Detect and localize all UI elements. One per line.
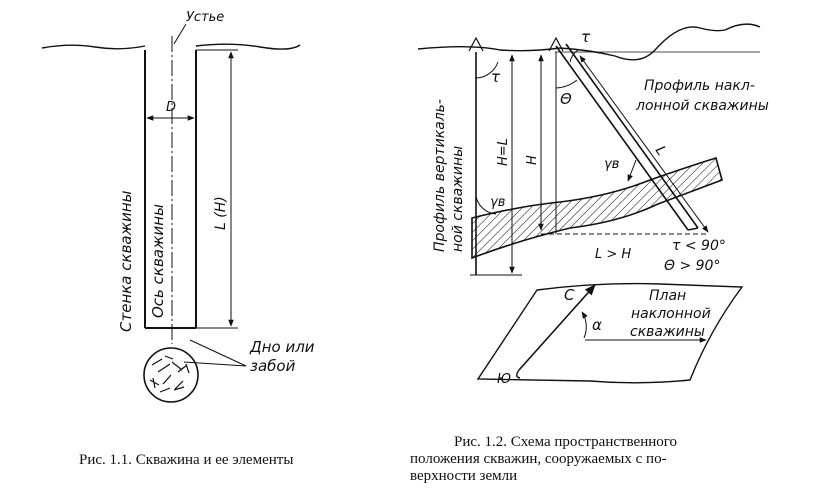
tau-angle-arc-left (475, 61, 499, 79)
caption-1-text: Рис. 1.1. Скважина и ее элементы (79, 452, 294, 468)
vertical-well-head (468, 36, 484, 52)
caption-2-line3: верхности земли (410, 468, 518, 484)
label-gamma-b-right: γв (604, 157, 619, 172)
l-dimension-arrow (579, 55, 709, 233)
tau-angle-arc-top (569, 49, 579, 63)
gamma-b-right-arrow (627, 159, 637, 182)
label-profile-inclined-line2: лонной скважины (635, 98, 769, 114)
label-h: H (525, 155, 540, 165)
label-alpha: α (592, 316, 602, 334)
label-profile-vertical-line2: ной скважины (450, 146, 466, 252)
ustye-leader (173, 23, 187, 45)
label-diameter: D (166, 100, 176, 115)
label-depth-lh: L (H) (213, 196, 229, 230)
label-gamma-b-left: γв (490, 195, 505, 210)
dno-leader-2 (183, 361, 247, 367)
label-tau-condition: τ < 90° (672, 238, 726, 254)
label-bottom-line2: забой (250, 357, 296, 375)
figure-1-2-caption: Рис. 1.2. Схема пространственного положе… (410, 434, 810, 485)
label-plan-line1: План (649, 288, 686, 304)
label-tau-left: τ (491, 68, 501, 86)
label-south-yu: Ю (497, 372, 511, 387)
theta-angle-arc (555, 79, 578, 89)
core-sample (143, 347, 199, 403)
label-axis: Ось скважины (149, 204, 167, 318)
caption-2-line2: положения скважин, сооружаемых с по- (410, 451, 667, 467)
label-theta: Θ (560, 90, 572, 108)
label-plan-line3: скважины (630, 324, 705, 340)
ground-line-fig1 (41, 43, 301, 50)
label-theta-condition: Θ > 90° (664, 258, 720, 274)
plan-azimuth-arrow (518, 284, 596, 371)
label-profile-inclined-line1: Профиль накл- (644, 78, 755, 94)
label-plan-line2: наклонной (631, 306, 711, 322)
inclined-well-head (548, 36, 564, 52)
caption-2-line1: Рис. 1.2. Схема пространственного (454, 434, 678, 450)
label-profile-vertical-line1: Профиль вертикаль- (432, 99, 448, 252)
plan-south-hook (516, 369, 521, 379)
gamma-indicators (475, 159, 637, 215)
plan-view (476, 282, 744, 384)
label-l-greater-h: L > H (595, 247, 631, 262)
core-sample-texture (149, 355, 190, 393)
inclined-well-end (687, 227, 699, 231)
label-tau-top: τ (581, 28, 591, 46)
figure-1-1 (41, 23, 301, 403)
label-h-equals-l: H=L (496, 138, 511, 166)
dno-leader-1 (189, 339, 247, 367)
label-bottom-line1: Дно или (249, 338, 315, 356)
gamma-b-left-arc (475, 195, 497, 215)
label-l: L (652, 143, 670, 159)
figure-1-1-caption: Рис. 1.1. Скважина и ее элементы (79, 452, 293, 469)
plan-parallelogram (476, 282, 744, 384)
label-wall: Стенка скважины (117, 190, 135, 332)
rock-layer (471, 156, 723, 260)
label-ustye: Устье (186, 10, 224, 25)
alpha-angle-arc (581, 311, 588, 339)
label-north-c: С (564, 286, 575, 304)
